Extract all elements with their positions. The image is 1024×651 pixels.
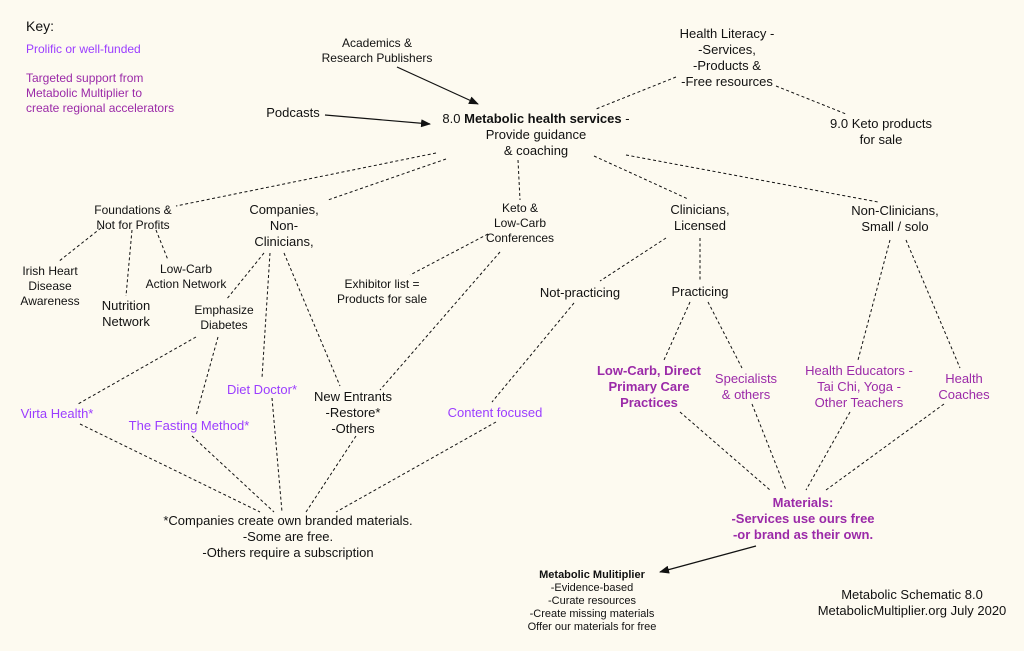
line-literacy-keto bbox=[775, 85, 847, 115]
center-bold: Metabolic health services bbox=[464, 111, 622, 126]
clinicians-node: Clinicians, Licensed bbox=[670, 202, 730, 233]
line-clinicians-notpracticing bbox=[599, 237, 667, 282]
emphasize-diabetes-node: Emphasize Diabetes bbox=[194, 303, 254, 332]
line-dpc-materials bbox=[679, 411, 771, 491]
line-center-conferences bbox=[517, 159, 521, 201]
academics-node: Academics & Research Publishers bbox=[321, 36, 433, 65]
companies-node: Companies, Non- Clinicians, bbox=[249, 202, 319, 249]
line-foundations-lowcarb bbox=[155, 229, 169, 261]
low-carb-dpc-node: Low-Carb, Direct Primary Care Practices bbox=[596, 363, 701, 410]
line-literacy-center bbox=[595, 76, 677, 110]
line-center-foundations bbox=[175, 152, 437, 207]
line-practicing-specialists bbox=[707, 301, 743, 369]
line-center-nonclinicians bbox=[625, 154, 879, 203]
content-focused-node: Content focused bbox=[447, 405, 543, 420]
line-virta-materials bbox=[79, 423, 261, 513]
metabolic-multiplier-details: -Evidence-based -Curate resources -Creat… bbox=[527, 582, 657, 633]
line-conferences-exhibitor bbox=[409, 233, 489, 276]
new-entrants-node: New Entrants -Restore* -Others bbox=[313, 389, 393, 436]
specialists-node: Specialists & others bbox=[714, 371, 778, 402]
metabolic-multiplier-title: Metabolic Mulitiplier bbox=[539, 569, 645, 581]
foundations-node: Foundations & Not for Profits bbox=[94, 203, 172, 232]
key-targeted: Targeted support from Metabolic Multipli… bbox=[26, 71, 175, 115]
line-practicing-dpc bbox=[663, 301, 691, 361]
health-literacy-node: Health Literacy - -Services, -Products &… bbox=[679, 26, 775, 89]
schematic-credit: Metabolic Schematic 8.0 MetabolicMultipl… bbox=[817, 587, 1007, 618]
keto-conferences-node: Keto & Low-Carb Conferences bbox=[485, 201, 555, 245]
fasting-method-node: The Fasting Method* bbox=[128, 418, 250, 433]
not-practicing-node: Not-practicing bbox=[539, 285, 621, 300]
line-foundations-nutrition bbox=[125, 229, 133, 297]
key-prolific: Prolific or well-funded bbox=[26, 42, 141, 56]
key-title: Key: bbox=[26, 18, 55, 34]
line-notpracticing-content bbox=[491, 302, 575, 403]
line-center-companies bbox=[327, 158, 447, 201]
exhibitor-node: Exhibitor list = Products for sale bbox=[336, 277, 428, 306]
health-coaches-node: Health Coaches bbox=[938, 371, 990, 402]
materials-node: Materials: -Services use ours free -or b… bbox=[731, 495, 875, 542]
arrow-academics-to-center bbox=[396, 66, 479, 105]
nutrition-network-node: Nutrition Network bbox=[101, 298, 151, 329]
line-foundations-irish bbox=[57, 227, 102, 263]
line-nonclinicians-coaches bbox=[905, 239, 961, 369]
line-nonclinicians-educators bbox=[857, 239, 891, 361]
diet-doctor-node: Diet Doctor* bbox=[226, 382, 298, 397]
practicing-node: Practicing bbox=[671, 284, 729, 299]
low-carb-action-node: Low-Carb Action Network bbox=[145, 262, 227, 291]
virta-health-node: Virta Health* bbox=[20, 406, 94, 421]
center-prefix: 8.0 bbox=[442, 111, 465, 126]
center-suffix: - Provide guidance & coaching bbox=[485, 111, 630, 158]
line-fasting-materials bbox=[191, 435, 275, 513]
irish-heart-node: Irish Heart Disease Awareness bbox=[20, 264, 80, 308]
line-dietdoctor-materials bbox=[271, 397, 283, 513]
line-coaches-materials bbox=[825, 403, 945, 491]
line-center-clinicians bbox=[593, 155, 689, 200]
non-clinicians-node: Non-Clinicians, Small / solo bbox=[851, 203, 939, 234]
line-companies-newentrants bbox=[283, 252, 341, 387]
line-specialists-materials bbox=[751, 403, 787, 491]
line-emphasize-fasting bbox=[195, 336, 219, 417]
metabolic-health-services-node: 8.0 Metabolic health services - Provide … bbox=[416, 111, 656, 159]
companies-materials-node: *Companies create own branded materials.… bbox=[163, 513, 413, 560]
podcasts-node: Podcasts bbox=[266, 105, 320, 120]
arrow-podcasts-to-center bbox=[324, 114, 431, 128]
health-educators-node: Health Educators - Tai Chi, Yoga - Other… bbox=[805, 363, 913, 410]
keto-products-node: 9.0 Keto products for sale bbox=[830, 116, 932, 147]
arrow-materials-to-multiplier bbox=[659, 545, 757, 574]
line-conferences-newentrants bbox=[379, 251, 501, 391]
line-companies-emphasize bbox=[225, 252, 265, 301]
line-newentrants-materials bbox=[305, 435, 357, 513]
line-emphasize-virta bbox=[77, 336, 197, 405]
line-companies-dietdoctor bbox=[261, 252, 271, 379]
line-educators-materials bbox=[805, 411, 851, 491]
